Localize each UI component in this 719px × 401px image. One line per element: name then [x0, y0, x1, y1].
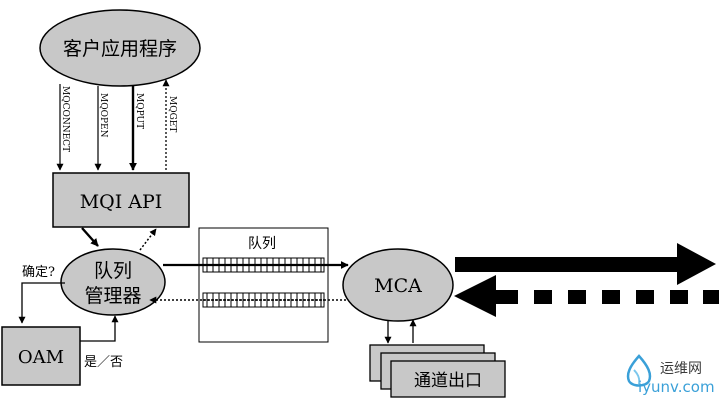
watermark-logo-icon [626, 354, 652, 387]
oam-node: OAM [1, 326, 81, 386]
channel-exit-node: 通道出口 [369, 344, 506, 398]
client-app-node: 客户应用程序 [39, 9, 201, 87]
mqopen-arrow: MQOPEN [94, 86, 108, 171]
mqi-api-label: MQI API [80, 191, 163, 213]
qmgr-to-api-arrow [139, 228, 157, 251]
queue-manager-node: 队列 管理器 [60, 248, 166, 316]
mca-node: MCA [342, 248, 454, 322]
queue-node: 队列 [198, 227, 329, 343]
oam-label: OAM [18, 347, 64, 368]
inbound-network-arrow [454, 275, 719, 317]
oam-to-qmgr-arrow [80, 315, 119, 342]
outbound-network-arrow [455, 243, 716, 285]
watermark-url: iyunv.com [638, 378, 715, 396]
mqput-label: MQPUT [134, 93, 144, 129]
qmgr-to-oam-arrow [18, 282, 65, 324]
mqopen-label: MQOPEN [98, 93, 108, 138]
queue-manager-label-1: 队列 [94, 260, 132, 282]
client-app-label: 客户应用程序 [63, 38, 177, 60]
mqget-label: MQGET [167, 96, 177, 132]
mca-label: MCA [374, 275, 422, 297]
channel-exit-label: 通道出口 [414, 371, 482, 391]
mqi-api-node: MQI API [52, 172, 190, 228]
mqput-arrow: MQPUT [129, 86, 144, 171]
mqconnect-arrow: MQCONNECT [56, 84, 70, 171]
watermark: 运维网 iyunv.com [618, 350, 718, 400]
api-to-qmgr-arrow [81, 227, 99, 247]
yes-no-label: 是／否 [84, 355, 123, 370]
mqconnect-label: MQCONNECT [60, 86, 70, 152]
queue-label: 队列 [248, 236, 276, 252]
queue-manager-label-2: 管理器 [84, 285, 141, 307]
mqget-arrow: MQGET [162, 79, 177, 170]
watermark-site-name: 运维网 [660, 361, 702, 377]
confirm-label: 确定? [22, 265, 55, 280]
